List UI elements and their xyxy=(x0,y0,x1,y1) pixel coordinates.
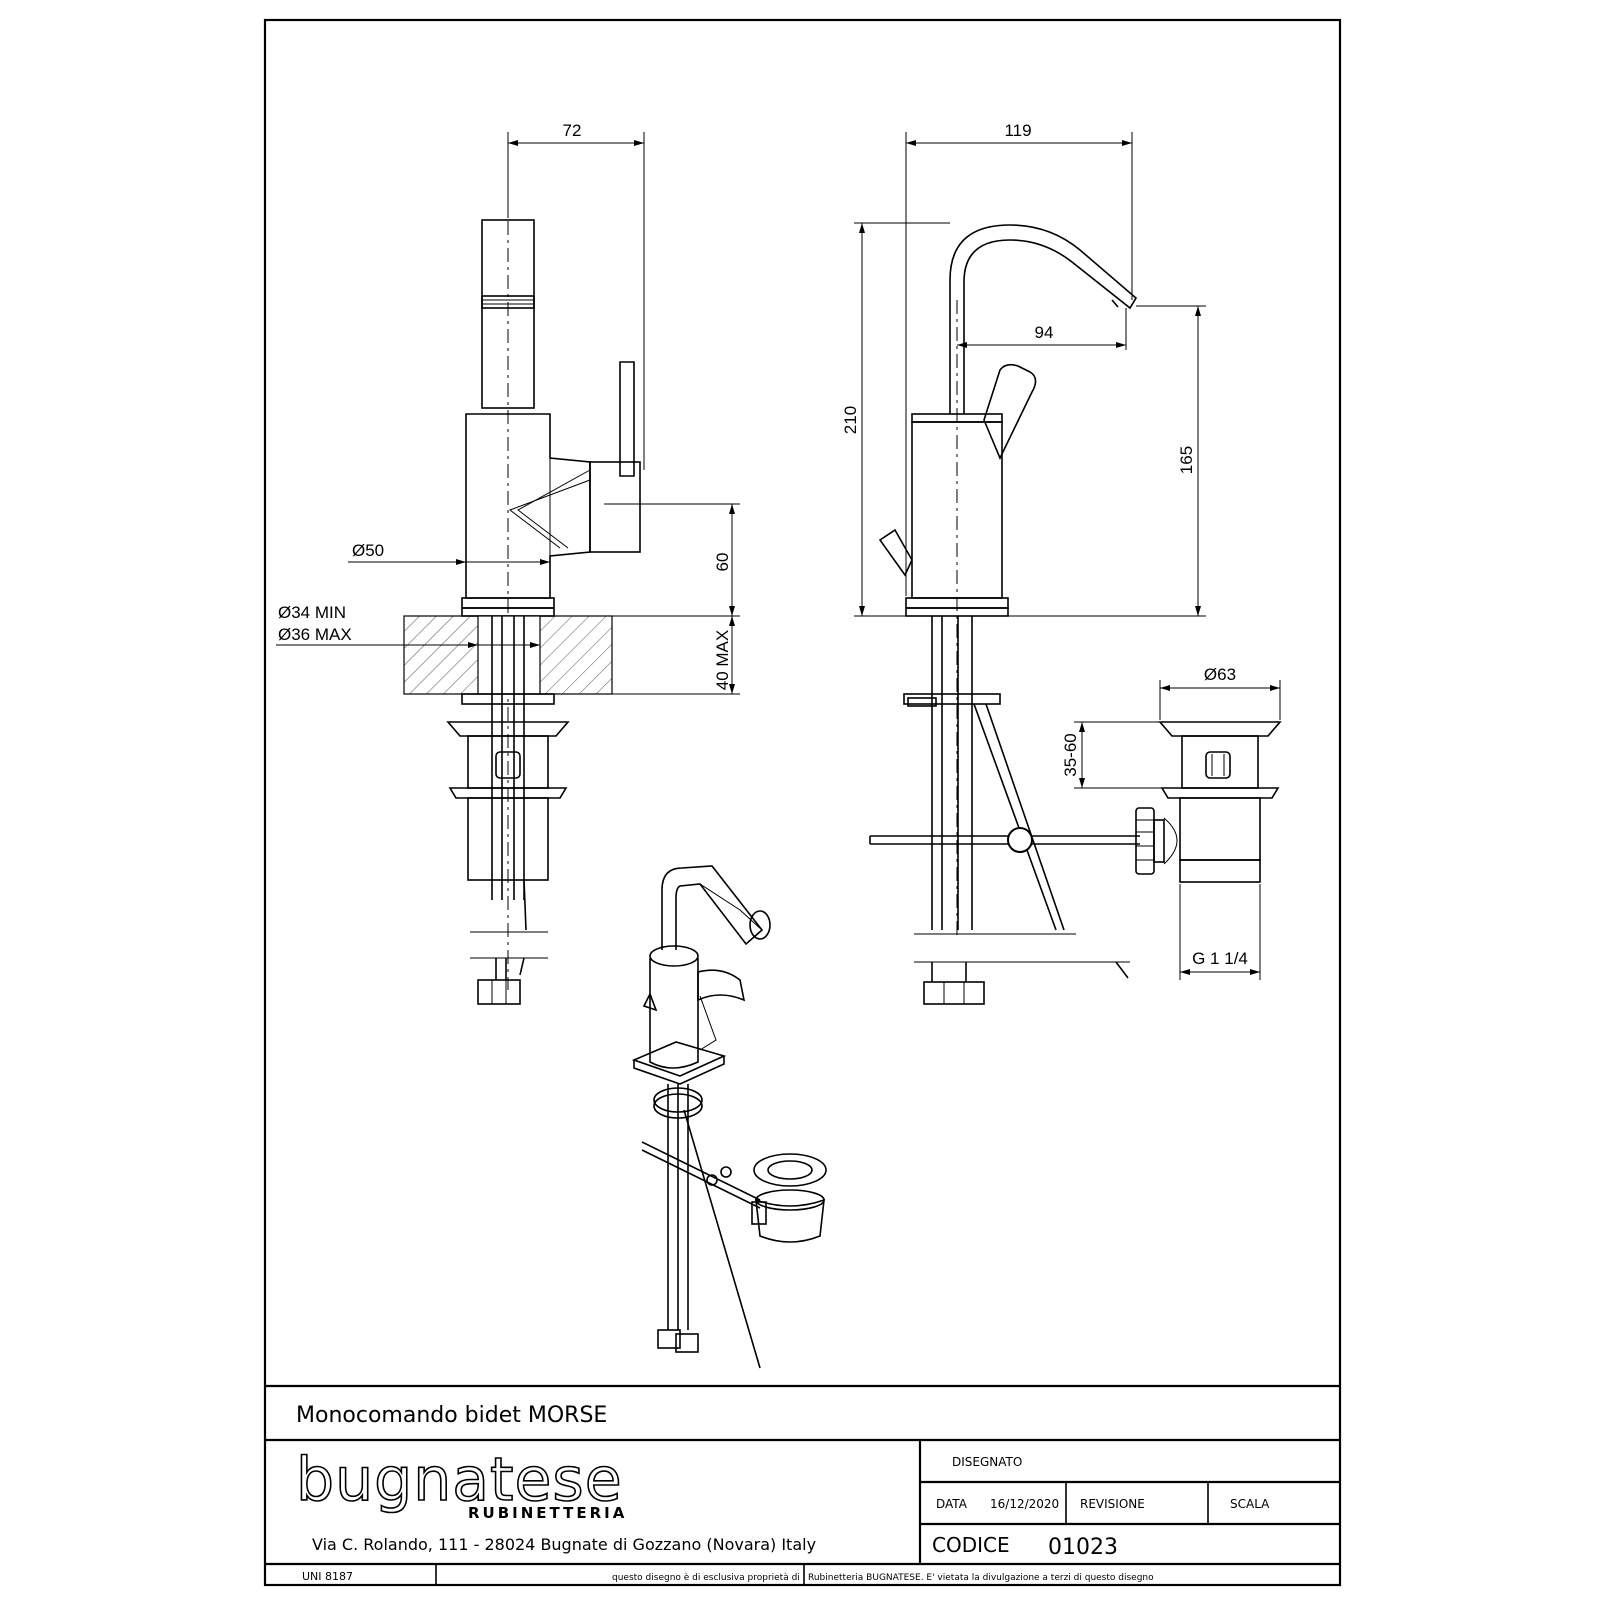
scale-label: SCALA xyxy=(1230,1497,1270,1511)
side-view: 119 94 210 165 xyxy=(841,121,1282,1005)
dim-dia63-label: Ø63 xyxy=(1204,665,1236,684)
dim-hole-min-label: Ø34 MIN xyxy=(278,603,346,622)
drawn-label: DISEGNATO xyxy=(952,1455,1022,1469)
dim-165-label: 165 xyxy=(1177,446,1196,474)
dim-94-label: 94 xyxy=(1035,323,1054,342)
disclaimer-part2: Rubinetteria BUGNATESE. E' vietata la di… xyxy=(808,1573,1154,1583)
dim-hole-max-label: Ø36 MAX xyxy=(278,625,352,644)
dim-72-label: 72 xyxy=(563,121,582,140)
dim-dia50-label: Ø50 xyxy=(352,541,384,560)
dim-60-label: 60 xyxy=(713,553,732,572)
dim-119-label: 119 xyxy=(1004,121,1031,140)
date-label: DATA xyxy=(936,1497,968,1511)
date-value: 16/12/2020 xyxy=(990,1497,1059,1511)
dim-210-label: 210 xyxy=(841,406,860,434)
disclaimer-part1: questo disegno è di esclusiva proprietà … xyxy=(612,1572,800,1583)
isometric-view xyxy=(631,865,827,1369)
brand-logo: bugnatese xyxy=(296,1445,623,1515)
code-label: CODICE xyxy=(932,1533,1010,1557)
title-block: Monocomando bidet MORSE bugnatese RUBINE… xyxy=(265,1384,1340,1585)
dim-40max-label: 40 MAX xyxy=(713,630,732,690)
product-title: Monocomando bidet MORSE xyxy=(296,1403,607,1428)
revision-label: REVISIONE xyxy=(1080,1497,1145,1511)
standard-ref: UNI 8187 xyxy=(302,1570,353,1583)
company-address: Via C. Rolando, 111 - 28024 Bugnate di G… xyxy=(312,1535,816,1554)
sheet-border xyxy=(263,18,1342,1587)
dim-thread-label: G 1 1/4 xyxy=(1192,949,1248,968)
front-view: 72 60 40 MAX Ø50 Ø34 MIN Ø36 MAX xyxy=(276,121,740,1005)
code-value: 01023 xyxy=(1048,1535,1118,1560)
brand-subtitle: RUBINETTERIA xyxy=(468,1504,627,1522)
dim-35-60-label: 35-60 xyxy=(1061,733,1080,776)
